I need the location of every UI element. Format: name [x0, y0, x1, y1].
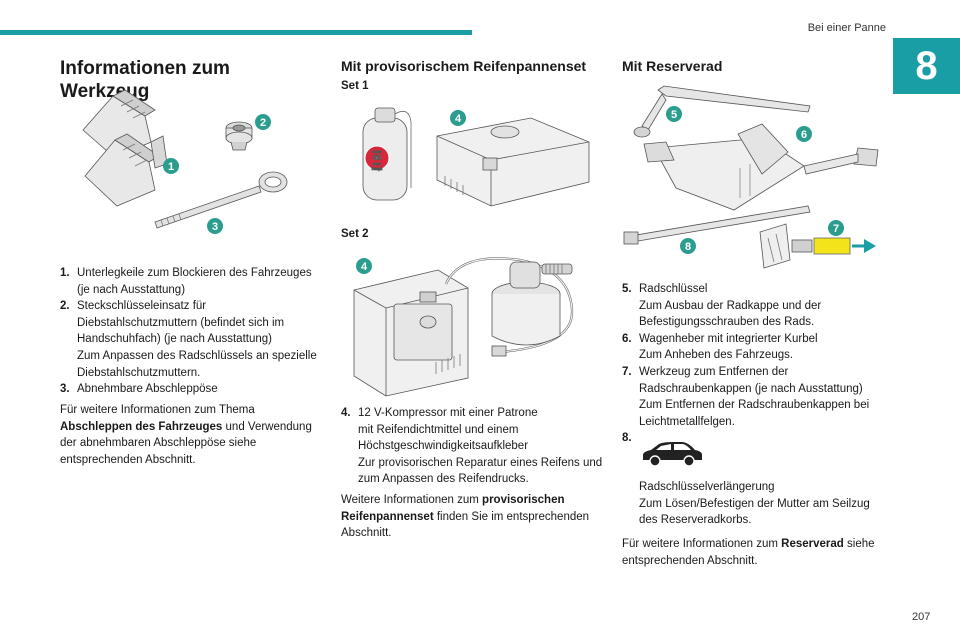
svg-text:km/h: km/h — [373, 149, 382, 154]
svg-text:5: 5 — [671, 109, 677, 121]
callout-6: 6 — [796, 126, 812, 142]
svg-text:2: 2 — [260, 117, 266, 129]
set1-label: Set 1 — [341, 80, 369, 92]
extension-bar-illustration — [623, 205, 811, 245]
svg-text:max: max — [373, 161, 381, 166]
section-title: Bei einer Panne — [807, 22, 886, 34]
spare-wheel-note: Für weitere Informationen zum Reserverad… — [622, 538, 875, 567]
list-item: 1. Unterlegkeile zum Blockieren des Fahr… — [60, 267, 312, 296]
svg-text:1: 1 — [168, 161, 174, 173]
hubcap-remover-illustration — [759, 223, 876, 269]
list-item: 3. Abnehmbare Abschleppöse — [60, 383, 218, 396]
socket-illustration — [225, 121, 253, 151]
compressor-illustration — [353, 269, 469, 397]
repair-kit-note: Weitere Informationen zum provisorischen… — [341, 494, 590, 540]
sealant-cartridge-illustration — [491, 261, 573, 357]
callout-1: 1 — [163, 158, 179, 174]
wheel-chock-illustration — [82, 89, 168, 207]
callout-8: 8 — [680, 238, 696, 254]
jack-illustration — [643, 123, 879, 211]
figure-set2: 4 — [350, 250, 590, 398]
wheel-brace-illustration — [633, 85, 811, 138]
svg-text:6: 6 — [801, 129, 807, 141]
svg-text:7: 7 — [833, 223, 839, 235]
towing-eye-illustration — [154, 171, 288, 229]
list-item: 8. — [622, 432, 632, 445]
car-icon — [643, 442, 702, 467]
svg-text:4: 4 — [455, 113, 462, 125]
compressor-box-illustration — [436, 117, 590, 207]
column-repair-kit: Mit provisorischem Reifenpannenset — [341, 58, 603, 75]
callout-3: 3 — [207, 218, 223, 234]
svg-text:50mph: 50mph — [372, 167, 383, 171]
callout-2: 2 — [255, 114, 271, 130]
figure-set1: km/h 50 max 50mph 4 — [355, 100, 595, 215]
item8-description: Radschlüsselverlängerung Zum Lösen/Befes… — [639, 481, 870, 527]
tools-note: Für weitere Informationen zum Thema Absc… — [60, 404, 312, 466]
header-accent-bar — [0, 30, 472, 35]
heading-repair-kit: Mit provisorischem Reifenpannenset — [341, 58, 587, 74]
heading-spare-wheel: Mit Reserverad — [622, 58, 723, 74]
svg-text:4: 4 — [361, 261, 368, 273]
svg-text:50: 50 — [373, 155, 381, 162]
page-number: 207 — [912, 611, 931, 623]
callout-4-set2: 4 — [356, 258, 372, 274]
svg-text:8: 8 — [685, 241, 691, 253]
callout-4: 4 — [450, 110, 466, 126]
figure-spare-wheel-tools: 5 6 7 8 — [622, 84, 884, 272]
sealant-bottle-illustration: km/h 50 max 50mph — [362, 107, 412, 201]
callout-5: 5 — [666, 106, 682, 122]
tools-list: 1. Unterlegkeile zum Blockieren des Fahr… — [60, 265, 320, 398]
figure-car-icon — [639, 440, 705, 468]
column-spare-wheel: Mit Reserverad — [622, 58, 884, 75]
callout-7: 7 — [828, 220, 844, 236]
set2-label: Set 2 — [341, 228, 369, 240]
chapter-number-badge: 8 — [893, 38, 960, 94]
figure-tools: 1 2 3 — [75, 88, 295, 236]
svg-text:3: 3 — [212, 221, 218, 233]
